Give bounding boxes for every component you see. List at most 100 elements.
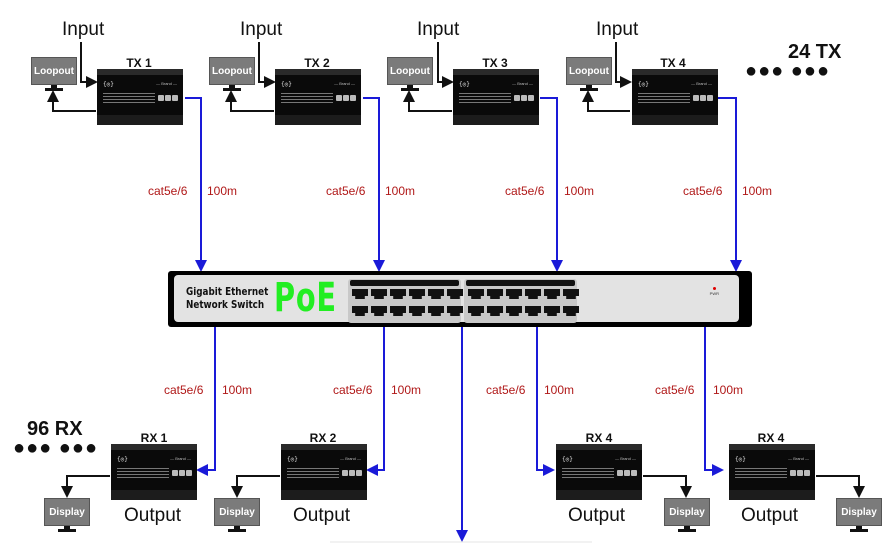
power-label: PWR — [709, 291, 719, 296]
tx2-device: {◎} — Brand — — [275, 69, 361, 125]
cable-rx4 — [704, 327, 724, 476]
output-label-rx4: Output — [741, 505, 799, 526]
input-arrow-tx1 — [80, 42, 98, 88]
device-brand: — Brand — — [334, 81, 355, 86]
device-logo-icon: {◎} — [281, 81, 292, 88]
cable-length-tx2: 100m — [385, 184, 416, 198]
ellipsis-dots-rx: ●●● ●●● — [13, 437, 99, 459]
loopout-monitor-icon: Loopout — [209, 57, 255, 93]
display-monitor-icon: Display — [214, 498, 260, 534]
device-logo-icon: {◎} — [287, 456, 298, 463]
input-arrow-tx2 — [258, 42, 276, 88]
device-logo-icon: {◎} — [117, 456, 128, 463]
cable-type-rx3: cat5e/6 — [486, 383, 526, 397]
loopout-arrow-tx2 — [225, 90, 274, 112]
switch-front-panel: Gigabit Ethernet Network Switch PoE PWR — [174, 275, 739, 323]
cable-type-rx1: cat5e/6 — [164, 383, 204, 397]
power-led-icon — [712, 287, 716, 290]
tx3-title: TX 3 — [482, 56, 508, 70]
ethernet-port-icon — [390, 306, 406, 316]
output-arrow-rx1 — [61, 475, 110, 498]
ethernet-port-icon — [447, 289, 463, 299]
cable-length-tx4: 100m — [742, 184, 773, 198]
cable-rx1 — [196, 327, 216, 476]
rx1-title: RX 1 — [140, 431, 168, 445]
output-arrow-rx3 — [643, 475, 692, 498]
input-arrow-tx4 — [615, 42, 632, 88]
rx4-device: {◎} — Brand — — [729, 444, 815, 500]
power-indicator: PWR — [710, 287, 719, 296]
ethernet-port-icon — [468, 289, 484, 299]
device-logo-icon: {◎} — [735, 456, 746, 463]
display-label: Display — [836, 498, 882, 526]
cable-tx3 — [540, 97, 563, 272]
loopout-arrow-tx1 — [47, 90, 96, 112]
tx-count-label: 24 TX — [788, 41, 842, 63]
output-label-rx1: Output — [124, 505, 182, 526]
device-ports-icon — [336, 95, 356, 101]
ethernet-port-icon — [371, 289, 387, 299]
rx3-title: RX 4 — [585, 431, 613, 445]
switch-title-line2: Network Switch — [186, 298, 265, 311]
cable-type-tx4: cat5e/6 — [683, 184, 723, 198]
ethernet-port-icon — [563, 289, 579, 299]
ethernet-port-icon — [409, 289, 425, 299]
port-row-bottom — [468, 306, 579, 316]
switch-title-line1: Gigabit Ethernet — [186, 285, 269, 298]
tx1-title: TX 1 — [126, 56, 152, 70]
device-logo-icon: {◎} — [638, 81, 649, 88]
input-arrow-tx3 — [437, 42, 454, 88]
ethernet-port-icon — [506, 289, 522, 299]
output-label-rx2: Output — [293, 505, 351, 526]
device-ports-icon — [514, 95, 534, 101]
rx1-device: {◎} — Brand — — [111, 444, 197, 500]
port-row-top — [468, 289, 579, 299]
device-brand: — Brand — — [340, 456, 361, 461]
ethernet-port-icon — [371, 306, 387, 316]
ethernet-port-icon — [525, 306, 541, 316]
ethernet-port-icon — [506, 306, 522, 316]
cable-type-tx1: cat5e/6 — [148, 184, 188, 198]
ethernet-port-icon — [409, 306, 425, 316]
cable-type-rx2: cat5e/6 — [333, 383, 373, 397]
tx2-title: TX 2 — [304, 56, 330, 70]
ethernet-port-icon — [487, 306, 503, 316]
cable-type-rx4: cat5e/6 — [655, 383, 695, 397]
loopout-monitor-icon: Loopout — [566, 57, 612, 93]
ethernet-port-icon — [468, 306, 484, 316]
output-arrow-rx2 — [231, 475, 280, 498]
ethernet-port-icon — [544, 289, 560, 299]
rx2-title: RX 2 — [309, 431, 337, 445]
display-monitor-icon: Display — [664, 498, 710, 534]
display-label: Display — [664, 498, 710, 526]
tx1-device: {◎} — Brand — — [97, 69, 183, 125]
ethernet-port-icon — [390, 289, 406, 299]
cable-length-tx3: 100m — [564, 184, 595, 198]
device-brand: — Brand — — [615, 456, 636, 461]
device-ports-icon — [172, 470, 192, 476]
cable-rx3 — [536, 327, 555, 476]
rx4-title: RX 4 — [757, 431, 785, 445]
device-ports-icon — [790, 470, 810, 476]
loopout-label: Loopout — [566, 57, 612, 85]
ethernet-port-icon — [428, 289, 444, 299]
ethernet-port-icon — [352, 306, 368, 316]
device-ports-icon — [693, 95, 713, 101]
loopout-arrow-tx3 — [403, 90, 452, 112]
device-logo-icon: {◎} — [103, 81, 114, 88]
device-ports-icon — [158, 95, 178, 101]
poe-network-switch: Gigabit Ethernet Network Switch PoE PWR — [168, 271, 752, 327]
cable-tx4 — [718, 97, 742, 272]
device-brand: — Brand — — [512, 81, 533, 86]
loopout-arrow-tx4 — [582, 90, 630, 112]
loopout-label: Loopout — [209, 57, 255, 85]
loopout-label: Loopout — [387, 57, 433, 85]
port-row-bottom — [352, 306, 463, 316]
cable-type-tx2: cat5e/6 — [326, 184, 366, 198]
rx3-device: {◎} — Brand — — [556, 444, 642, 500]
rx-count-label: 96 RX — [27, 418, 83, 440]
ethernet-port-icon — [544, 306, 560, 316]
device-logo-icon: {◎} — [562, 456, 573, 463]
ethernet-port-icon — [447, 306, 463, 316]
